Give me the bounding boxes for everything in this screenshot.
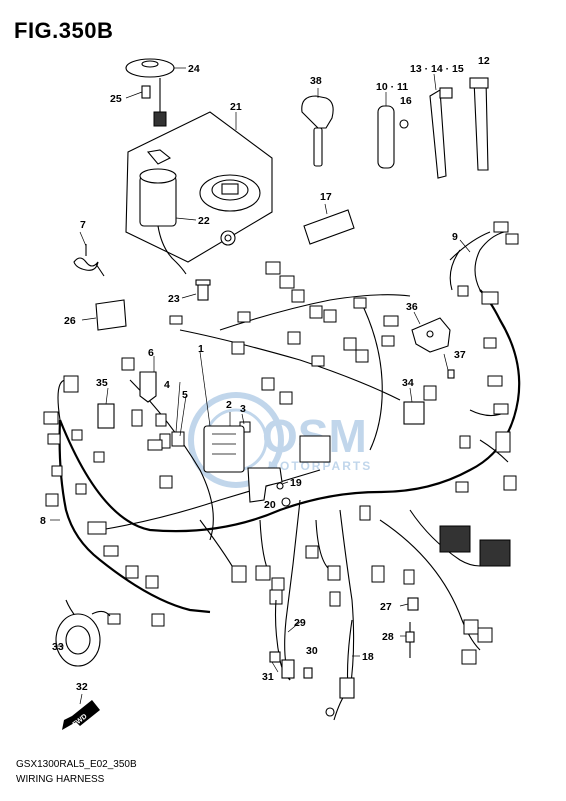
callout-12: 12	[478, 55, 490, 67]
horn-part	[55, 610, 111, 667]
callout-3: 3	[240, 403, 246, 415]
figure-title: FIG.350B	[14, 18, 114, 43]
callout-37: 37	[454, 349, 466, 361]
band-part	[469, 77, 489, 171]
callout-labels: 24 25 21 22 38 10 · 11 16 13 · 14 · 15 1…	[40, 55, 490, 693]
callout-5: 5	[182, 389, 188, 401]
small-screw-part	[399, 119, 409, 129]
callout-2: 2	[226, 399, 232, 411]
callout-28: 28	[382, 631, 394, 643]
callout-16: 16	[400, 95, 412, 107]
seat-lock-part	[220, 230, 236, 246]
callout-25: 25	[110, 93, 122, 105]
callout-36: 36	[406, 301, 418, 313]
callout-20: 20	[264, 499, 276, 511]
callout-38: 38	[310, 75, 322, 87]
bracket-part	[377, 92, 395, 169]
callout-9: 9	[452, 231, 458, 243]
pad-part	[303, 203, 355, 245]
ignition-switch-part	[139, 149, 197, 275]
harness-bracket-part	[411, 317, 451, 353]
callout-19: 19	[290, 477, 302, 489]
key-cover-part	[125, 58, 186, 78]
leader-lines	[50, 231, 471, 705]
callout-23: 23	[168, 293, 180, 305]
callout-26: 26	[64, 315, 76, 327]
callout-33: 33	[52, 641, 64, 653]
callout-13-14-15: 13 · 14 · 15	[410, 63, 464, 75]
lead-28-part	[405, 622, 415, 658]
callout-4: 4	[164, 379, 170, 391]
callout-17: 17	[320, 191, 332, 203]
figure-code: GSX1300RAL5_E02_350B	[16, 759, 137, 770]
sub-harness-9	[449, 249, 461, 291]
fuel-cap-part	[199, 174, 261, 212]
sensor-31-part	[269, 651, 281, 663]
callout-34: 34	[402, 377, 414, 389]
callout-8: 8	[40, 515, 46, 527]
spring-part	[73, 244, 105, 277]
callout-27: 27	[380, 601, 392, 613]
connector-34-part	[403, 401, 425, 425]
callout-24: 24	[188, 63, 200, 75]
relay-35-part	[97, 403, 115, 429]
fuse-box-part	[203, 425, 245, 473]
bolt-30-part	[303, 667, 313, 679]
callout-21: 21	[230, 101, 242, 113]
clamp-band-part	[429, 73, 453, 179]
figure-caption: WIRING HARNESS	[16, 774, 105, 785]
screw-37-part	[447, 369, 455, 379]
protector-part	[81, 299, 127, 331]
bracket-19-part	[247, 467, 283, 503]
callout-18: 18	[362, 651, 374, 663]
callout-1: 1	[198, 343, 204, 355]
watermark-subtext: MOTORPARTS	[268, 459, 372, 473]
callout-7: 7	[80, 219, 86, 231]
fwd-arrow-icon	[62, 700, 100, 730]
callout-10-11: 10 · 11	[376, 81, 408, 93]
screw-part	[125, 85, 151, 99]
relay-part	[139, 371, 157, 403]
callout-32: 32	[76, 681, 88, 693]
callout-29: 29	[294, 617, 306, 629]
bolt-part	[181, 279, 211, 301]
switch-27-part	[407, 597, 419, 611]
key-part	[301, 88, 334, 167]
screw-20-part	[281, 497, 291, 507]
callout-30: 30	[306, 645, 318, 657]
callout-35: 35	[96, 377, 108, 389]
callout-31: 31	[262, 671, 274, 683]
sub-harness-18	[325, 619, 355, 721]
callout-6: 6	[148, 347, 154, 359]
callout-22: 22	[198, 215, 210, 227]
